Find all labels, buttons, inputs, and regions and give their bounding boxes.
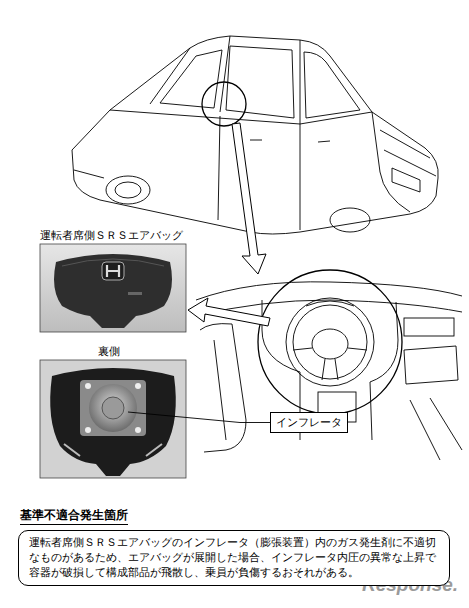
note-text: 運転者席側ＳＲＳエアバッグのインフレータ（膨張装置）内のガス発生剤に不適切なもの… (18, 530, 450, 586)
airbag-front-photo (40, 244, 186, 332)
leader-line (128, 412, 270, 423)
dashboard-drawing (196, 270, 462, 460)
pointer-arrow (188, 298, 270, 326)
airbag-back-photo (40, 360, 186, 478)
pointer-arrow (232, 123, 266, 274)
section-heading: 基準不適合発生箇所 (20, 508, 128, 525)
note-box: 基準不適合発生箇所運転者席側ＳＲＳエアバッグのインフレータ（膨張装置）内のガス発… (18, 530, 450, 586)
car-drawing (72, 36, 438, 234)
callout-box: インフレータ (270, 412, 348, 433)
part-label: 裏側 (98, 345, 120, 358)
callout-text: インフレータ (276, 415, 342, 430)
part-label: 運転者席側ＳＲＳエアバッグ (40, 229, 183, 242)
